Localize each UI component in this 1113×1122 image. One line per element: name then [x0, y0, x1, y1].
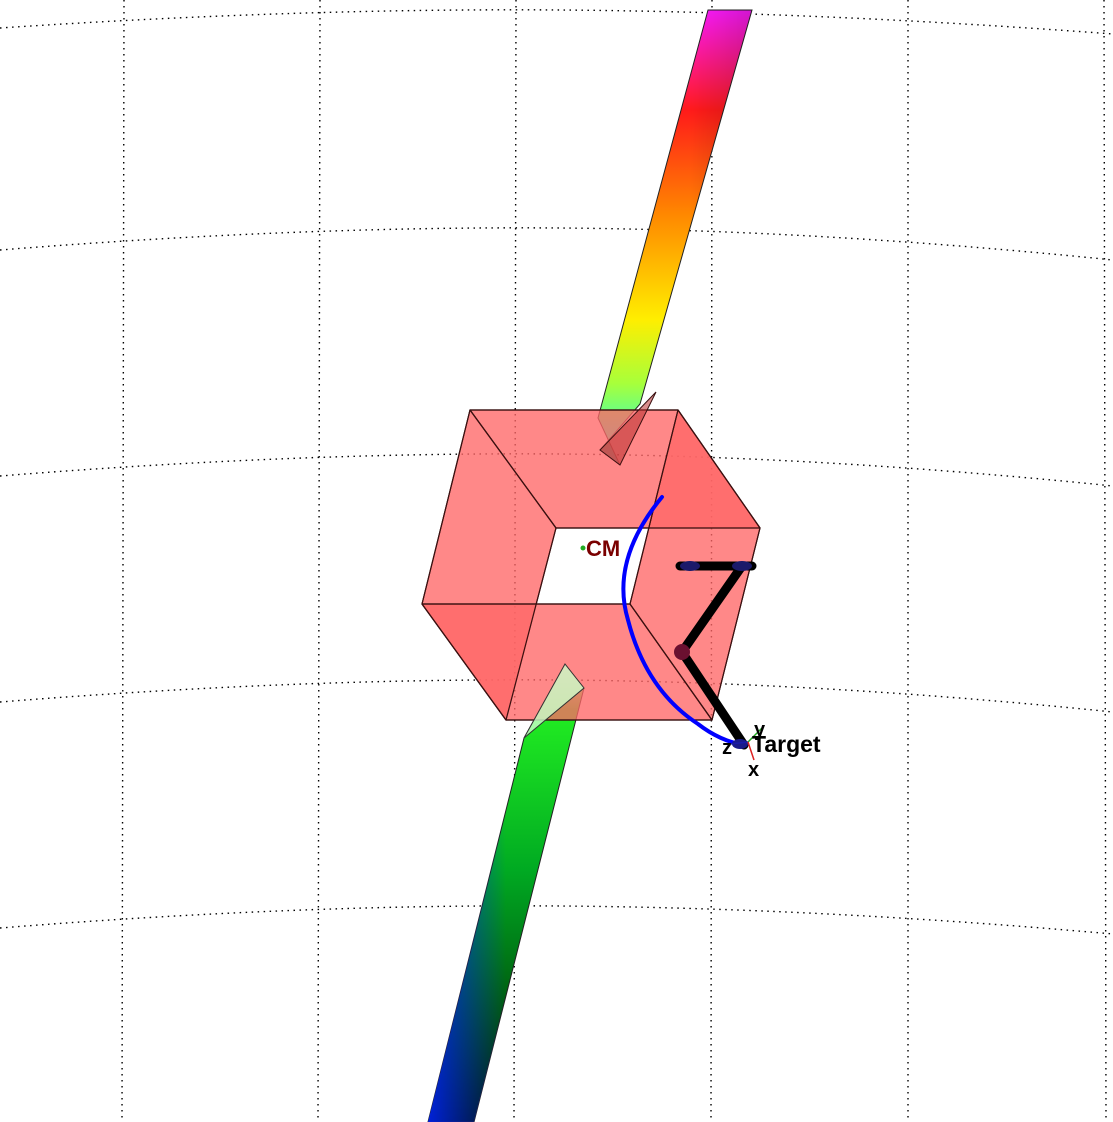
- lower-shaft: [427, 663, 585, 1122]
- center-of-mass-marker: CM: [580, 536, 620, 561]
- axis-z-label: z: [722, 737, 732, 759]
- arm-shoulder-joint: [732, 561, 752, 571]
- arm-elbow-joint: [674, 644, 690, 660]
- upper-shaft: [597, 9, 753, 466]
- arm-end-effector: [732, 739, 748, 749]
- axis-x-label: x: [748, 759, 759, 781]
- target-label: Target: [752, 731, 821, 757]
- lower-shaft-entry: [523, 663, 585, 739]
- robot-arm: [674, 561, 757, 750]
- cm-label: CM: [586, 536, 620, 561]
- trajectory-path: [621, 495, 746, 747]
- upper-shaft-tip: [599, 391, 657, 466]
- target-frame: y z x Target: [722, 719, 821, 781]
- axis-y-label: y: [754, 719, 766, 741]
- arm-base-joint: [680, 561, 700, 571]
